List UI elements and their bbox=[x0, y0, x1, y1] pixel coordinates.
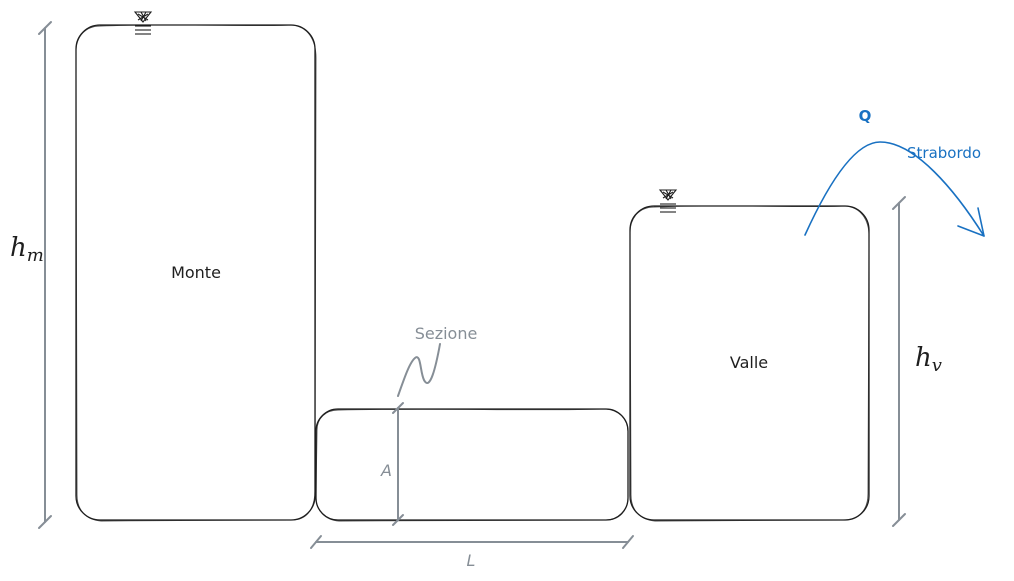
pipe-length-dimension bbox=[310, 535, 634, 549]
downstream-valve-icon bbox=[658, 189, 678, 213]
upstream-valve-icon bbox=[133, 11, 153, 35]
section-marker bbox=[397, 343, 441, 397]
overflow-arrow bbox=[804, 141, 985, 237]
upstream-height-dimension bbox=[38, 21, 52, 529]
section-label: Sezione bbox=[415, 324, 478, 343]
upstream-height-label: hm bbox=[10, 233, 44, 266]
overflow-label: Strabordo bbox=[907, 144, 981, 162]
pipe bbox=[315, 408, 629, 522]
downstream-tank-label: Valle bbox=[730, 353, 768, 372]
discharge-label: Q bbox=[859, 107, 872, 125]
upstream-tank: Monte bbox=[75, 24, 317, 522]
pipe-length-label: L bbox=[467, 551, 476, 570]
upstream-tank-label: Monte bbox=[171, 263, 221, 282]
pipe-area-dimension bbox=[392, 402, 404, 526]
downstream-height-label: hv bbox=[915, 343, 942, 376]
downstream-tank: Valle bbox=[629, 205, 870, 522]
pipe-area-label: A bbox=[380, 461, 392, 480]
downstream-height-dimension bbox=[892, 196, 906, 527]
